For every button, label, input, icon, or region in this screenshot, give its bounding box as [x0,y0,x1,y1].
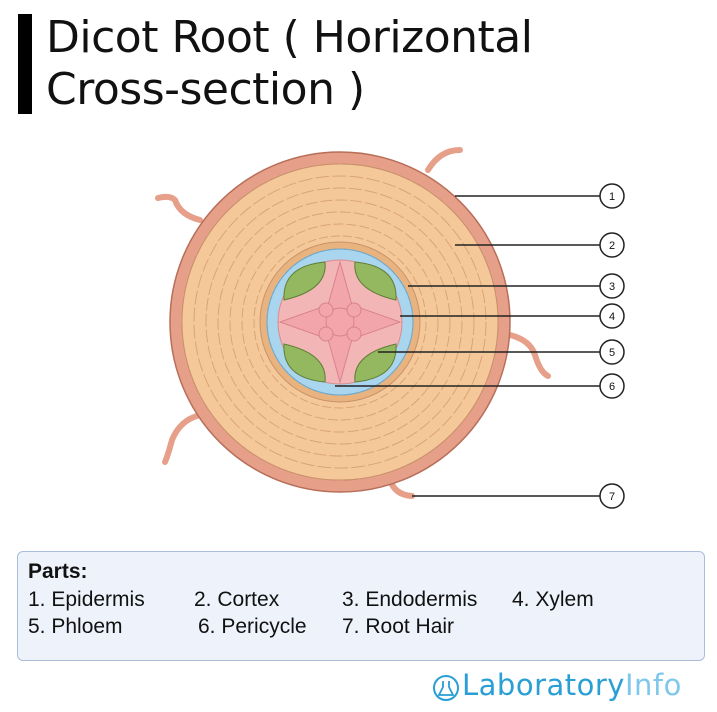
callout-1: 1 [599,183,625,209]
root-hair [507,332,551,379]
title-line-1: Dicot Root ( Horizontal [46,12,533,63]
legend-item-epidermis: 1. Epidermis [28,588,145,611]
brand-logo: LaboratoryInfo [430,668,710,708]
callout-7: 7 [599,483,625,509]
callout-2: 2 [599,232,625,258]
callout-4: 4 [599,303,625,329]
parts-legend: Parts: 1. Epidermis 2. Cortex 3. Endoder… [17,551,705,661]
legend-item-phloem: 5. Phloem [28,615,123,638]
callout-5: 5 [599,339,625,365]
svg-text:2: 2 [609,240,615,252]
legend-item-cortex: 2. Cortex [194,588,280,611]
svg-text:7: 7 [609,491,615,503]
legend-item-endodermis: 3. Endodermis [342,588,478,611]
root-hair [162,412,203,465]
page-title: Dicot Root ( Horizontal Cross-section ) [46,12,533,116]
root-hair [425,147,463,173]
phloem [283,261,397,383]
svg-text:1: 1 [609,191,615,203]
svg-text:3: 3 [609,281,615,293]
brand-name: LaboratoryInfo [462,668,682,702]
root-hair [155,193,203,223]
legend-item-xylem: 4. Xylem [512,588,594,611]
legend-heading: Parts: [28,560,88,583]
flask-icon [433,675,459,701]
title-accent-bar [18,14,32,114]
svg-text:6: 6 [609,381,615,393]
callout-6: 6 [599,373,625,399]
xylem [278,260,402,384]
svg-text:5: 5 [609,347,615,359]
title-line-2: Cross-section ) [46,64,365,115]
legend-item-root-hair: 7. Root Hair [342,615,455,638]
callout-lines [335,195,600,497]
svg-text:4: 4 [609,311,615,323]
callout-markers: 1 2 3 4 5 6 7 [599,183,625,509]
callout-3: 3 [599,273,625,299]
legend-item-pericycle: 6. Pericycle [198,615,307,638]
